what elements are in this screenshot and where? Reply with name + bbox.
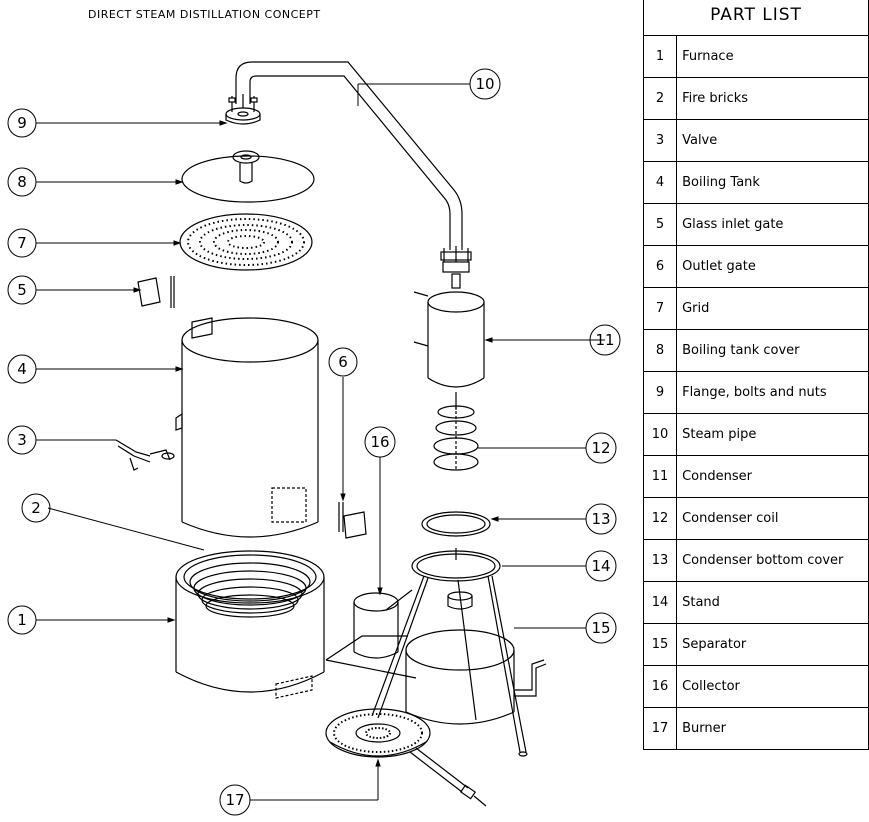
- collector: [325, 589, 417, 679]
- leader-lines: [36, 83, 605, 801]
- part-name: Boiling Tank: [676, 161, 869, 204]
- callout-3: 3: [17, 431, 27, 449]
- callout-circles: [7, 68, 621, 816]
- part-name: Condenser: [676, 455, 869, 498]
- condenser: [413, 246, 485, 388]
- boiling-tank-cover: [181, 150, 315, 203]
- callout-9: 9: [17, 114, 27, 132]
- callout-11: 11: [595, 331, 614, 349]
- part-number: 7: [642, 287, 678, 330]
- part-name: Stand: [676, 581, 869, 624]
- part-name: Condenser bottom cover: [676, 539, 869, 582]
- callout-17: 17: [225, 791, 244, 809]
- part-name: Boiling tank cover: [676, 329, 869, 372]
- part-name: Glass inlet gate: [676, 203, 869, 246]
- callout-4: 4: [17, 360, 27, 378]
- part-name: Burner: [676, 707, 869, 750]
- callout-1: 1: [17, 611, 27, 629]
- glass-inlet-gate-part: [137, 276, 175, 308]
- condenser-coil: [433, 392, 479, 471]
- callout-5: 5: [17, 281, 27, 299]
- callout-13: 13: [591, 510, 610, 528]
- part-name: Furnace: [676, 35, 869, 78]
- exploded-assembly-drawing: 9 8 7 5 4 3 2 1 10 11 12 13 14 15 16 6 1…: [7, 61, 621, 816]
- part-name: Collector: [676, 665, 869, 708]
- part-name: Outlet gate: [676, 245, 869, 288]
- condenser-bottom-cover: [421, 511, 491, 537]
- part-number: 5: [642, 203, 678, 246]
- stand: [371, 548, 528, 757]
- furnace: [175, 550, 325, 699]
- parts-list-header: PART LIST: [643, 0, 869, 36]
- part-number: 12: [642, 497, 678, 540]
- part-name: Grid: [676, 287, 869, 330]
- callout-7: 7: [17, 234, 27, 252]
- callout-14: 14: [591, 557, 610, 575]
- part-number: 2: [642, 77, 678, 120]
- callout-12: 12: [591, 439, 610, 457]
- diagram-title: DIRECT STEAM DISTILLATION CONCEPT: [88, 8, 321, 21]
- separator: [405, 591, 547, 725]
- burner: [325, 708, 487, 807]
- part-name: Fire bricks: [676, 77, 869, 120]
- callout-2: 2: [31, 499, 41, 517]
- part-number: 4: [642, 161, 678, 204]
- part-number: 1: [642, 35, 678, 78]
- part-number: 9: [642, 371, 678, 414]
- callout-10: 10: [475, 75, 494, 93]
- part-name: Steam pipe: [676, 413, 869, 456]
- outlet-gate-part: [338, 502, 367, 539]
- callout-15: 15: [591, 619, 610, 637]
- part-number: 14: [642, 581, 678, 624]
- part-name: Separator: [676, 623, 869, 666]
- callout-numbers: 9 8 7 5 4 3 2 1 10 11 12 13 14 15 16 6 1…: [17, 75, 614, 809]
- part-number: 3: [642, 119, 678, 162]
- part-number: 11: [642, 455, 678, 498]
- steam-pipe: [235, 61, 463, 250]
- part-name: Flange, bolts and nuts: [676, 371, 869, 414]
- callout-8: 8: [17, 173, 27, 191]
- part-number: 6: [642, 245, 678, 288]
- part-number: 17: [642, 707, 678, 750]
- part-number: 8: [642, 329, 678, 372]
- grid-plate: [179, 213, 313, 271]
- boiling-tank: [149, 317, 319, 538]
- part-number: 16: [642, 665, 678, 708]
- part-name: Condenser coil: [676, 497, 869, 540]
- part-number: 10: [642, 413, 678, 456]
- callout-16: 16: [370, 433, 389, 451]
- part-number: 15: [642, 623, 678, 666]
- valve-part: [115, 439, 151, 471]
- top-flange: [225, 94, 261, 125]
- callout-6: 6: [338, 353, 348, 371]
- part-name: Valve: [676, 119, 869, 162]
- part-number: 13: [642, 539, 678, 582]
